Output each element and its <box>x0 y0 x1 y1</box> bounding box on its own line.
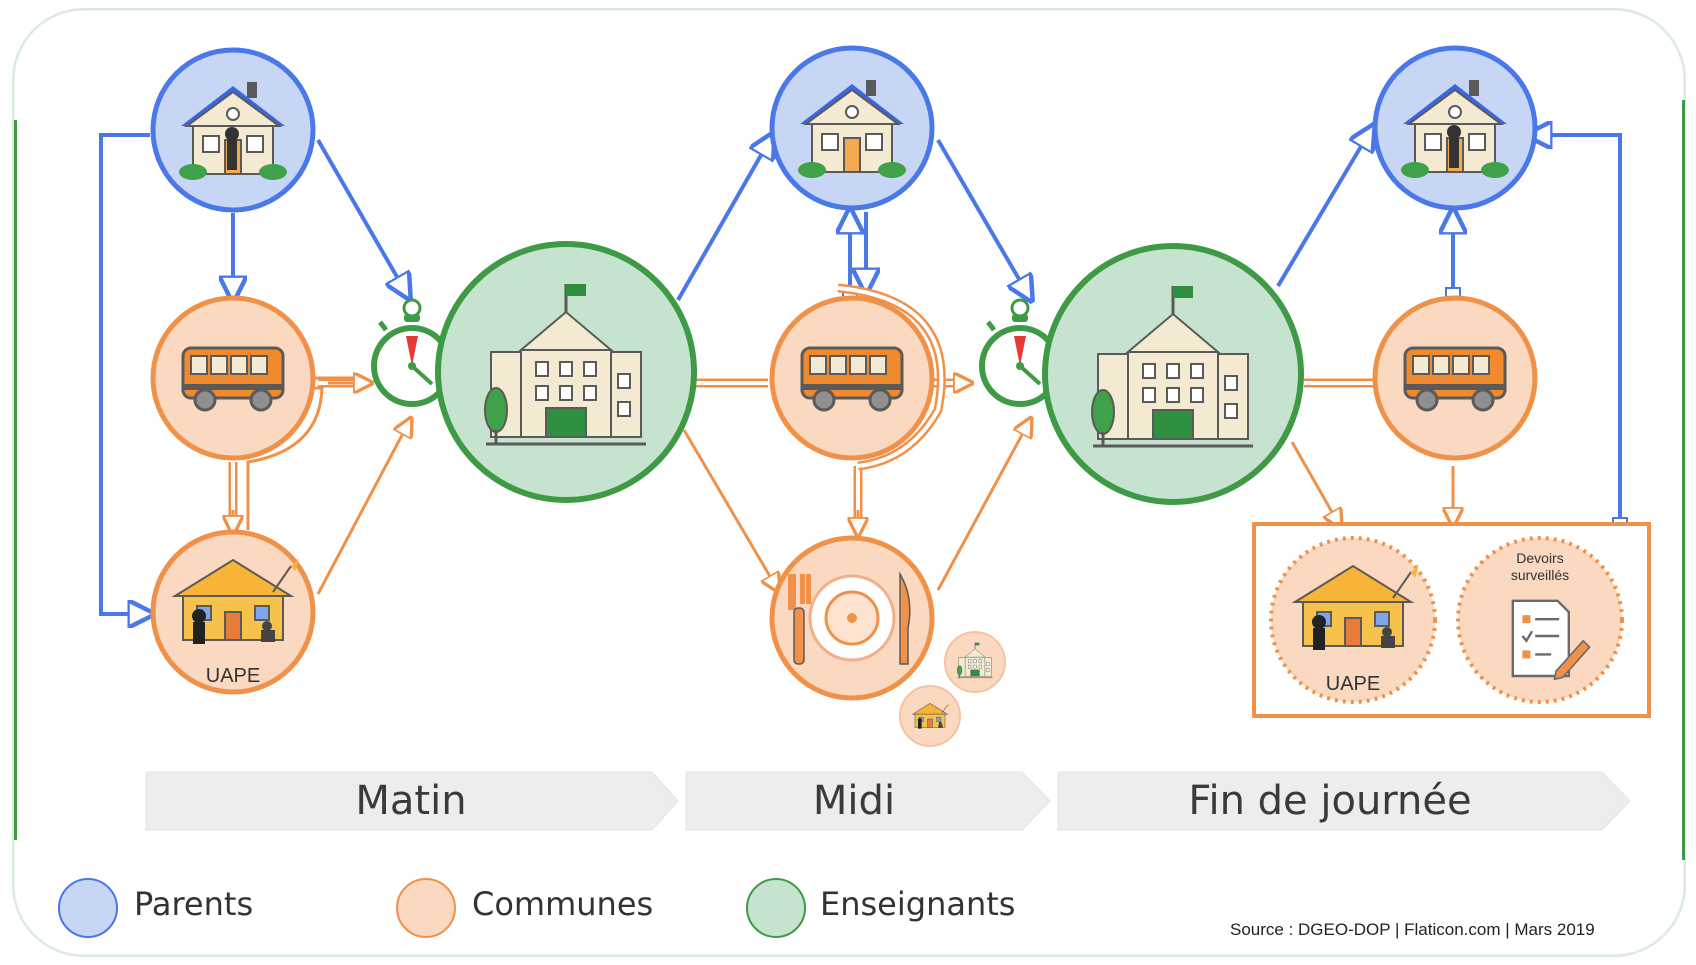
phase-label-matin: Matin <box>355 778 467 824</box>
phase-label-midi: Midi <box>812 778 896 824</box>
phase-banner-fin <box>1057 771 1631 831</box>
phase-label-fin-de-journee: Fin de journée <box>1188 778 1472 824</box>
legend-enseignants-label: Enseignants <box>820 885 1016 923</box>
parents-home-noon <box>769 45 935 211</box>
uape-evening-label: UAPE <box>1326 673 1380 695</box>
parents-home-morning <box>150 47 316 213</box>
frame-border-left <box>14 120 17 840</box>
legend-parents-label: Parents <box>134 885 254 923</box>
arrow-school2-to-home3 <box>1276 128 1372 288</box>
frame-border-right <box>1682 100 1685 860</box>
school-teachers-morning <box>435 241 697 503</box>
homework-label-line2: surveillés <box>1511 567 1569 583</box>
commune-bus-morning <box>150 295 316 461</box>
source-credit: Source : DGEO-DOP | Flaticon.com | Mars … <box>1230 920 1595 939</box>
canteen-lunch <box>769 535 935 701</box>
homework-label-line1: Devoirs <box>1516 550 1563 566</box>
phase-banner-midi <box>685 771 1051 831</box>
legend-communes-swatch <box>396 878 456 938</box>
canteen-uape-small-icon <box>899 685 961 747</box>
legend-communes-label: Communes <box>472 885 654 923</box>
canteen-school-small-icon <box>944 631 1006 693</box>
arrow-school1-to-lunch <box>682 429 778 590</box>
school-teachers-afternoon <box>1042 243 1304 505</box>
arrow-activities-to-home3 <box>1530 135 1622 525</box>
phase-banner-matin <box>145 771 679 831</box>
legend-enseignants-swatch <box>746 878 806 938</box>
parents-home-evening <box>1372 45 1538 211</box>
arrow-school1-to-home2 <box>676 136 772 301</box>
commune-bus-noon <box>769 295 935 461</box>
arrow-home2-to-watch2 <box>936 138 1030 298</box>
uape-morning <box>150 529 316 695</box>
arrow-home1-to-watch1 <box>316 139 408 296</box>
arrow-lunch-to-watch2 <box>936 420 1030 591</box>
commune-bus-evening <box>1372 295 1538 461</box>
uape-morning-label: UAPE <box>206 665 260 687</box>
supervised-homework <box>1456 536 1624 704</box>
arrow-uape1-to-watch1 <box>316 420 410 595</box>
uape-evening <box>1269 536 1437 704</box>
arrow-school2-to-uape2 <box>1290 441 1340 526</box>
legend-parents-swatch <box>58 878 118 938</box>
arrow-home1-to-uape1 <box>99 133 150 614</box>
